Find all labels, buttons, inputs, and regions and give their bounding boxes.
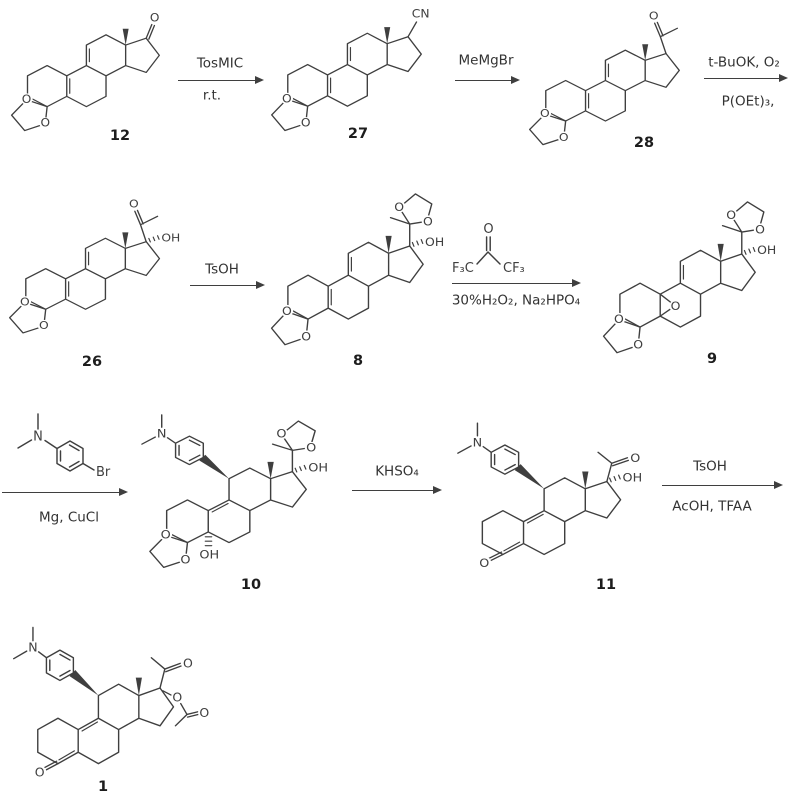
reaction-arrow-2 <box>455 75 520 84</box>
atom-label-o: O <box>150 11 160 24</box>
reagent-step8-above: TsOH <box>693 458 727 475</box>
reagent-structure-bromo-dimethylaniline: N Br <box>17 413 111 480</box>
reagent-step8-below: AcOH, TFAA <box>672 498 752 515</box>
atom-label-n: N <box>33 430 43 445</box>
reaction-arrow-1 <box>178 75 264 84</box>
atom-label-cf3: CF₃ <box>503 261 525 276</box>
compound-number-8: 8 <box>352 353 364 369</box>
atom-label-oh-5: OH <box>199 548 219 561</box>
structure-compound-9: O <box>602 201 777 354</box>
structure-compound-11 <box>457 422 643 571</box>
reaction-arrow-4 <box>190 280 265 289</box>
structure-compound-27: CN <box>270 7 430 132</box>
atom-label-o-carbonyl: O <box>199 705 209 720</box>
compound-number-26: 26 <box>81 354 103 370</box>
structure-compound-10: OH <box>141 414 329 569</box>
atom-label-o: O <box>483 222 493 237</box>
reagent-step1-above: TosMIC <box>196 55 244 72</box>
reagent-step2-above: MeMgBr <box>458 52 514 69</box>
compound-number-11: 11 <box>595 577 617 593</box>
compound-number-12: 12 <box>109 128 131 144</box>
structure-compound-8 <box>270 193 445 346</box>
compound-number-9: 9 <box>706 351 718 367</box>
reaction-arrow-5 <box>452 278 581 287</box>
reaction-arrow-6 <box>2 487 128 496</box>
structure-compound-1: O O <box>13 626 211 781</box>
structure-compound-12: O <box>10 11 161 132</box>
reagent-step6-below: Mg, CuCl <box>39 509 99 526</box>
reaction-arrow-7 <box>352 485 442 494</box>
reagent-step5-below: 30%H₂O₂, Na₂HPO₄ <box>451 292 581 309</box>
compound-number-28: 28 <box>633 135 655 151</box>
reaction-arrow-3 <box>704 73 788 82</box>
structure-compound-26 <box>9 196 181 334</box>
atom-label-o-epoxide: O <box>671 299 681 313</box>
atom-label-f3c: F₃C <box>452 261 474 276</box>
compound-number-27: 27 <box>347 126 369 142</box>
compound-number-1: 1 <box>97 779 109 795</box>
atom-label-o-ester: O <box>172 690 182 705</box>
reaction-arrow-8 <box>662 480 783 489</box>
reagent-structure-hexafluoroacetone: F₃C O CF₃ <box>452 222 525 276</box>
reagent-step4-above: TsOH <box>205 261 239 278</box>
atom-label-cn: CN <box>412 7 430 20</box>
reagent-step3-below: P(OEt)₃, <box>721 93 775 110</box>
structure-compound-28 <box>528 8 680 146</box>
reagent-step3-above: t-BuOK, O₂ <box>708 54 780 71</box>
reagent-step7-above: KHSO₄ <box>375 463 419 480</box>
compound-number-10: 10 <box>240 577 262 593</box>
atom-label-br: Br <box>96 465 111 480</box>
reagent-step1-below: r.t. <box>202 87 222 104</box>
